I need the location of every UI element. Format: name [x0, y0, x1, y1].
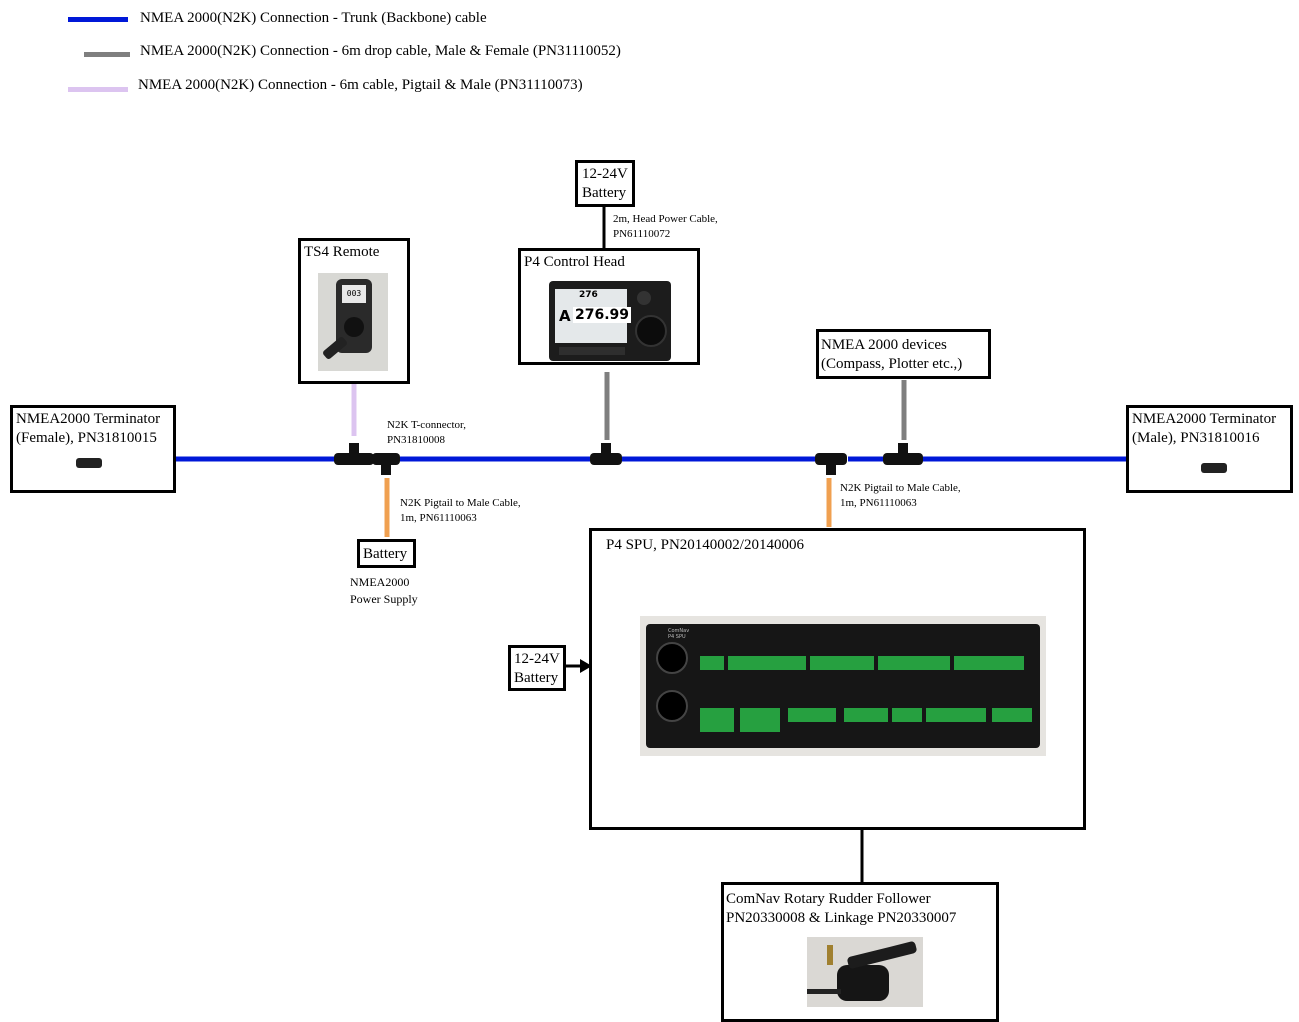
ts4-remote-label: TS4 Remote	[304, 244, 380, 260]
head-power-cable-label: 2m, Head Power Cable, PN61110072	[613, 213, 718, 240]
rudder-follower-box: ComNav Rotary Rudder Follower PN20330008…	[721, 882, 999, 1022]
t-connector-icon	[372, 453, 400, 475]
legend-label-pigtail: NMEA 2000(N2K) Connection - 6m cable, Pi…	[138, 77, 583, 93]
terminator-male-label: NMEA2000 Terminator (Male), PN31810016	[1132, 411, 1277, 446]
legend-line-pigtail	[68, 87, 128, 92]
battery-top-box: 12-24V Battery	[575, 160, 635, 207]
ts4-remote-box: TS4 Remote 003	[298, 238, 410, 384]
legend-label-trunk: NMEA 2000(N2K) Connection - Trunk (Backb…	[140, 10, 487, 26]
nmea-devices-label: NMEA 2000 devices (Compass, Plotter etc.…	[821, 337, 963, 372]
battery-spu-box: 12-24V Battery	[508, 645, 566, 691]
terminator-male-box: NMEA2000 Terminator (Male), PN31810016	[1126, 405, 1293, 493]
control-head-mode: A	[559, 307, 571, 325]
p4-control-head-box: P4 Control Head 276 A 276.99	[518, 248, 700, 365]
remote-photo: 003	[318, 273, 388, 371]
terminator-icon	[1201, 463, 1227, 473]
terminator-female-label: NMEA2000 Terminator (Female), PN31810015	[16, 411, 161, 446]
battery-n2k-box: Battery	[357, 539, 416, 568]
legend-label-drop: NMEA 2000(N2K) Connection - 6m drop cabl…	[140, 43, 621, 59]
t-connector-icon	[883, 443, 923, 465]
t-connector-label: N2K T-connector, PN31810008	[387, 419, 466, 446]
legend-line-trunk	[68, 17, 128, 22]
remote-display: 003	[342, 285, 366, 303]
spu-brand-label: ComNav P4 SPU	[668, 628, 690, 640]
battery-n2k-label: Battery	[363, 546, 408, 562]
arrow-icon	[580, 659, 592, 673]
rudder-follower-label: ComNav Rotary Rudder Follower PN20330008…	[726, 891, 957, 926]
t-connector-icon	[334, 443, 374, 465]
t-connector-icon	[590, 443, 622, 465]
terminator-female-box: NMEA2000 Terminator (Female), PN31810015	[10, 405, 176, 493]
control-head-photo: 276 A 276.99	[549, 281, 671, 361]
p4-spu-box: P4 SPU, PN20140002/20140006 ComNav P4 SP…	[589, 528, 1086, 830]
p4-control-head-label: P4 Control Head	[524, 254, 625, 270]
p4-spu-label: P4 SPU, PN20140002/20140006	[606, 537, 804, 553]
rudder-follower-photo	[807, 937, 923, 1007]
legend-line-drop	[84, 52, 130, 57]
spu-photo: ComNav P4 SPU	[640, 616, 1046, 756]
t-connector-icon	[815, 453, 847, 475]
pigtail-right-label: N2K Pigtail to Male Cable, 1m, PN6111006…	[840, 482, 961, 509]
control-head-heading: 276.99	[573, 307, 632, 323]
pigtail-left-label: N2K Pigtail to Male Cable, 1m, PN6111006…	[400, 497, 521, 524]
battery-top-label: 12-24V Battery	[582, 166, 628, 201]
control-head-top-value: 276	[579, 290, 598, 300]
battery-spu-label: 12-24V Battery	[514, 651, 560, 686]
power-supply-label: NMEA2000 Power Supply	[350, 575, 418, 606]
nmea-devices-box: NMEA 2000 devices (Compass, Plotter etc.…	[816, 329, 991, 379]
terminator-icon	[76, 458, 102, 468]
